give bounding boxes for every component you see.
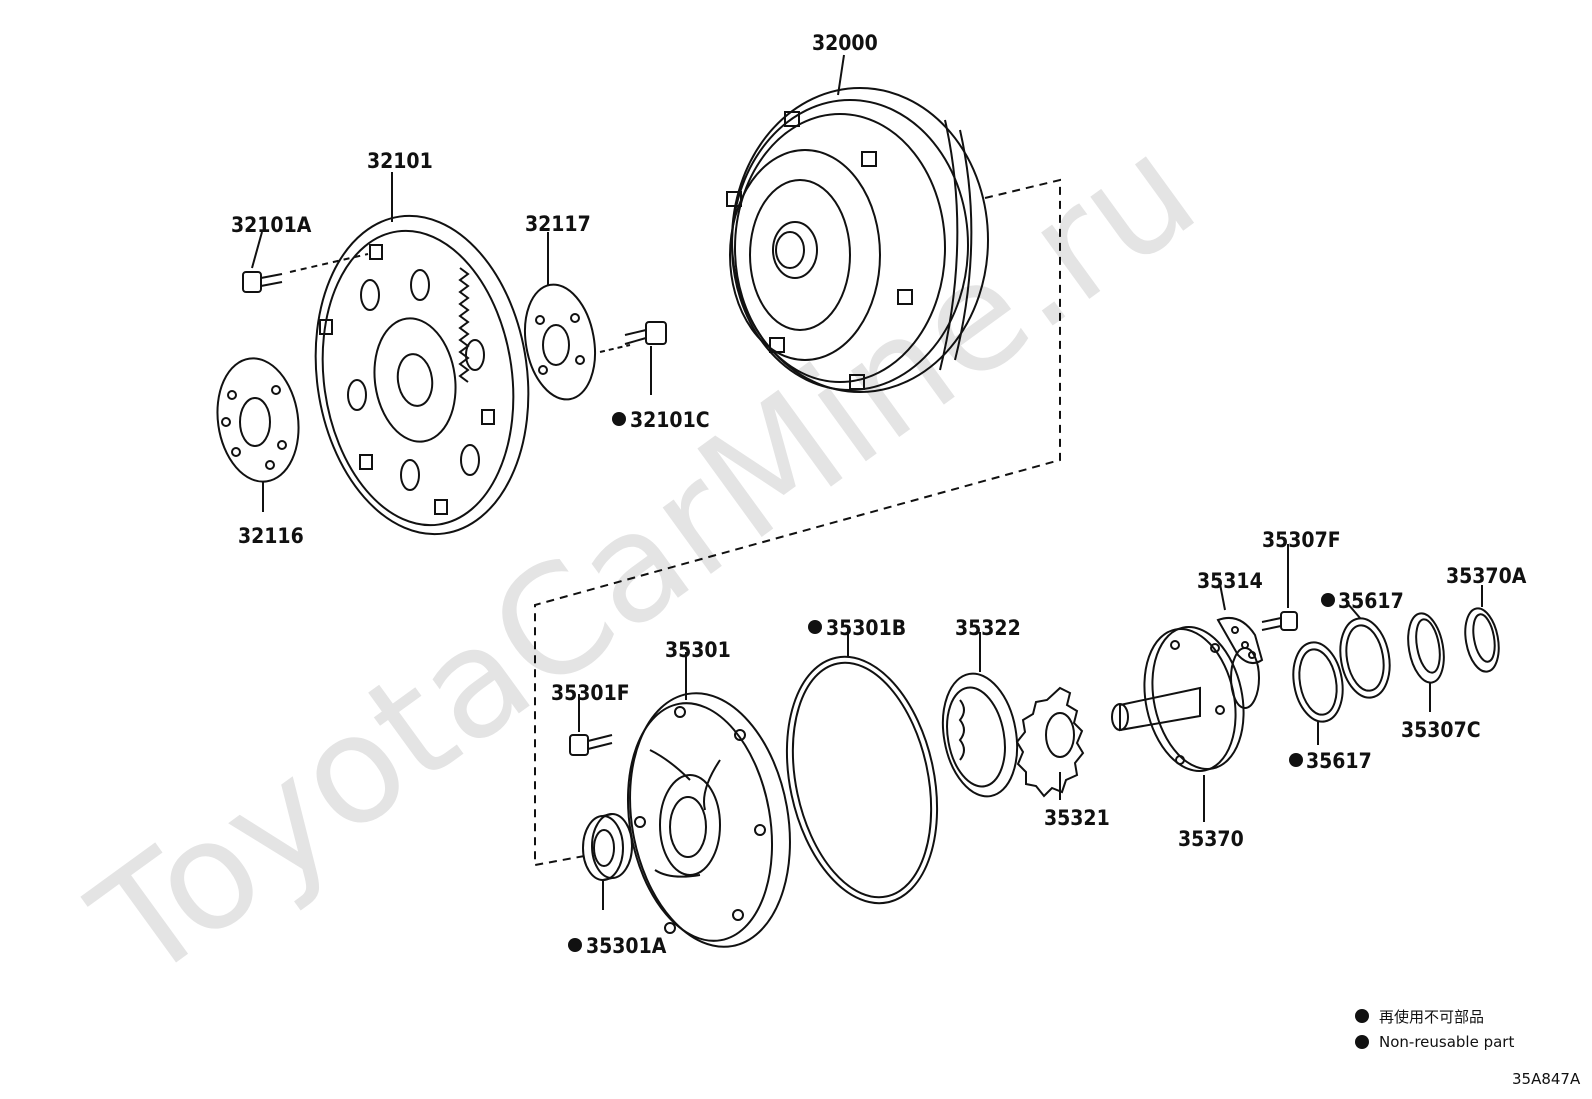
pump-body <box>626 692 791 948</box>
label-35301: 35301 <box>665 638 731 662</box>
legend-row-en: Non-reusable part <box>1355 1029 1514 1055</box>
label-35370A: 35370A <box>1446 564 1527 588</box>
label-32117: 32117 <box>525 212 591 236</box>
diagram-code: 35A847A <box>1512 1070 1581 1088</box>
plate-32117 <box>524 283 596 401</box>
label-35314: 35314 <box>1197 569 1263 593</box>
nonreusable-dot <box>808 620 822 634</box>
spacer-32116 <box>216 357 300 483</box>
label-35307F: 35307F <box>1262 528 1341 552</box>
legend-text-en: Non-reusable part <box>1379 1033 1515 1051</box>
plate-35314 <box>1216 616 1264 665</box>
legend: 再使用不可部品 Non-reusable part <box>1355 1003 1514 1055</box>
label-35322: 35322 <box>955 616 1021 640</box>
bolt-32101C <box>624 321 667 345</box>
label-32101C: 32101C <box>630 408 710 432</box>
nonreusable-dot <box>1289 753 1303 767</box>
legend-dot-icon <box>1355 1035 1369 1049</box>
seal-ring-35617-b <box>1339 617 1391 699</box>
legend-row-jp: 再使用不可部品 <box>1355 1003 1514 1029</box>
stator-shaft-35370 <box>1111 625 1260 773</box>
o-ring-35301B <box>785 655 939 905</box>
driven-gear-35322 <box>941 672 1019 798</box>
legend-dot-icon <box>1355 1009 1369 1023</box>
label-35301A: 35301A <box>586 934 667 958</box>
drive-plate <box>314 214 530 536</box>
washer-35307C <box>1407 612 1445 684</box>
bolt-35307F <box>1261 611 1298 631</box>
nonreusable-dot <box>612 412 626 426</box>
label-32101: 32101 <box>367 149 433 173</box>
legend-text-jp: 再使用不可部品 <box>1379 1007 1485 1026</box>
oil-seal-35301A <box>582 813 633 881</box>
label-32116: 32116 <box>238 524 304 548</box>
label-35307C: 35307C <box>1401 718 1481 742</box>
label-35370: 35370 <box>1178 827 1244 851</box>
bolt-32101A <box>242 271 283 293</box>
nonreusable-dot <box>568 938 582 952</box>
label-32101A: 32101A <box>231 213 312 237</box>
label-35617-bottom: 35617 <box>1306 749 1372 773</box>
label-35617-top: 35617 <box>1338 589 1404 613</box>
drive-gear-35321 <box>1015 686 1085 798</box>
label-35301F: 35301F <box>551 681 630 705</box>
nonreusable-dot <box>1321 593 1335 607</box>
label-35321: 35321 <box>1044 806 1110 830</box>
label-32000: 32000 <box>812 31 878 55</box>
bolt-35301F <box>569 734 613 756</box>
seal-ring-35617-a <box>1292 641 1344 723</box>
torque-converter <box>726 87 989 393</box>
label-35301B: 35301B <box>826 616 906 640</box>
bearing-35370A <box>1464 607 1500 673</box>
